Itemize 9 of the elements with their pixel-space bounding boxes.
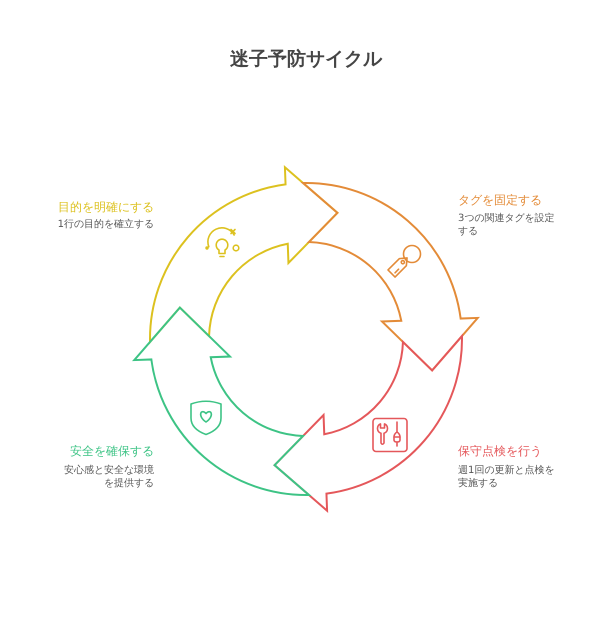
stage-description: 1行の目的を確立する: [56, 218, 154, 231]
stage-heading: 目的を明確にする: [57, 200, 154, 215]
diagram-title: 迷子予防サイクル: [230, 47, 382, 71]
stage-heading: 安全を確保する: [69, 444, 154, 459]
stage-heading: タグを固定する: [458, 193, 543, 208]
stage-description: 3つの関連タグを設定する: [458, 212, 556, 238]
stage-description: 安心感と安全な環境を提供する: [63, 464, 154, 490]
stage-heading: 保守点検を行う: [458, 444, 543, 459]
stage-description: 週1回の更新と点検を実施する: [458, 464, 556, 490]
